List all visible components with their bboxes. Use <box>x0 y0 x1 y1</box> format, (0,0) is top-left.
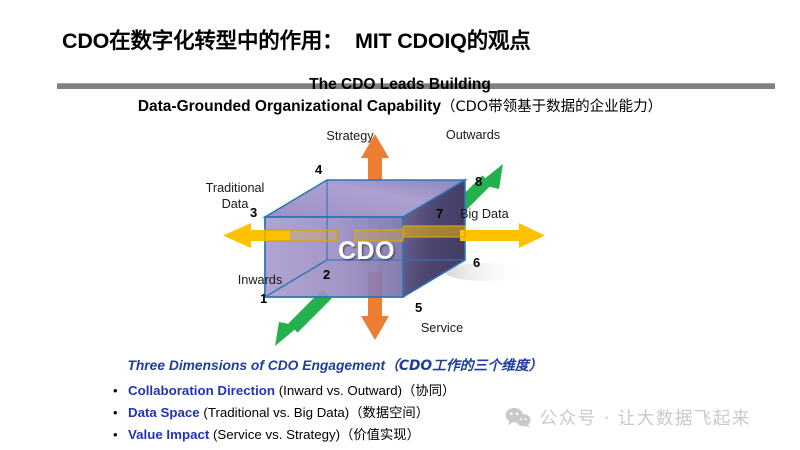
collaboration-direction-arrow <box>275 164 503 346</box>
subtitle-block: The CDO Leads Building Data-Grounded Org… <box>0 74 800 118</box>
bullet-marker: • <box>113 405 118 420</box>
three-dimensions-heading: Three Dimensions of CDO Engagement（CDO工作… <box>0 356 800 376</box>
bullet-translation: （价值实现） <box>340 428 420 443</box>
subtitle-line-2: Data-Grounded Organizational Capability（… <box>0 96 800 118</box>
axis-label-service: Service <box>420 321 464 335</box>
title-underline-rule <box>57 83 775 89</box>
three-dimensions-heading-en: Three Dimensions of CDO Engagement <box>127 358 386 373</box>
bullet-description: (Traditional vs. Big Data) <box>199 405 350 420</box>
list-item: • Data Space (Traditional vs. Big Data) … <box>0 402 800 424</box>
wechat-icon <box>478 407 531 428</box>
watermark: 公众号 · 让大数据飞起来 <box>478 405 751 430</box>
cube-corner-number-7: 7 <box>436 206 444 221</box>
axis-label-inwards: Inwards <box>237 273 283 287</box>
three-dimensions-heading-cn: （CDO工作的三个维度） <box>385 358 543 374</box>
page-title: CDO在数字化转型中的作用： MIT CDOIQ的观点 <box>62 29 531 53</box>
cube-diagram-svg <box>223 134 545 346</box>
bullet-term: Data Space <box>128 405 200 420</box>
bullet-translation: （协同） <box>402 384 456 399</box>
cdo-cube <box>262 178 468 299</box>
subtitle-line-2-cn: （CDO带领基于数据的企业能力） <box>440 99 663 115</box>
bullet-marker: • <box>113 427 118 442</box>
bullet-description: (Inward vs. Outward) <box>275 383 403 398</box>
cube-corner-number-5: 5 <box>415 300 423 315</box>
axis-label-strategy: Strategy <box>326 129 374 143</box>
bullet-description: (Service vs. Strategy) <box>209 427 341 442</box>
bullet-term: Value Impact <box>128 427 210 442</box>
subtitle-line-1: The CDO Leads Building <box>309 76 491 93</box>
cube-corner-number-8: 8 <box>475 174 483 189</box>
data-space-arrow <box>223 223 545 248</box>
bullet-marker: • <box>113 383 118 398</box>
dimensions-bullet-list: • Collaboration Direction (Inward vs. Ou… <box>0 380 800 446</box>
list-item: • Collaboration Direction (Inward vs. Ou… <box>0 380 800 402</box>
cdo-cube-diagram: CDO Strategy Service Outwards Inwards Tr… <box>175 122 575 357</box>
cube-corner-number-3: 3 <box>250 205 258 220</box>
cube-corner-number-4: 4 <box>315 162 323 177</box>
cube-corner-number-1: 1 <box>260 291 268 306</box>
bottom-text-block: Three Dimensions of CDO Engagement（CDO工作… <box>0 356 800 446</box>
cube-corner-number-6: 6 <box>473 255 481 270</box>
watermark-text: 公众号 · 让大数据飞起来 <box>539 409 751 429</box>
bullet-translation: （数据空间） <box>349 406 430 421</box>
axis-label-big-data: Big Data <box>460 207 509 221</box>
axis-label-outwards: Outwards <box>445 128 501 142</box>
subtitle-line-2-en: Data-Grounded Organizational Capability <box>137 98 441 115</box>
cube-center-label: CDO <box>338 237 396 265</box>
cube-drop-shadow <box>445 263 529 281</box>
title-block: CDO在数字化转型中的作用： MIT CDOIQ的观点 <box>0 24 800 89</box>
list-item: • Value Impact (Service vs. Strategy) （价… <box>0 424 800 446</box>
bullet-term: Collaboration Direction <box>128 383 276 398</box>
cube-corner-number-2: 2 <box>323 267 331 282</box>
